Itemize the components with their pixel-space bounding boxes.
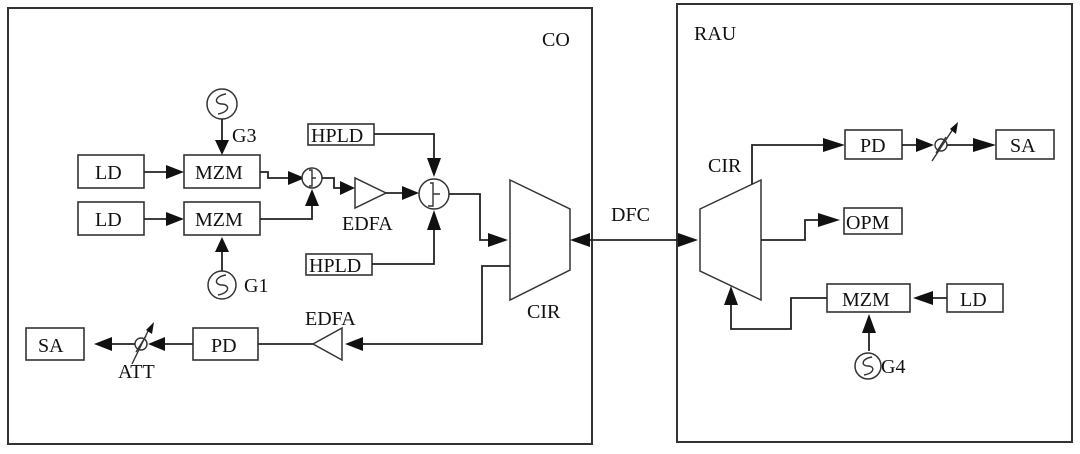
opm-input-arrow-icon [818,213,840,227]
sa-co-box [25,327,85,361]
hpld-bottom-wire [372,228,435,265]
pd-rau-label: PD [860,135,886,157]
pd-rau-box [844,129,903,160]
opm-box [843,207,903,235]
hpld-bottom-label: HPLD [309,255,361,277]
cir-co-rx-wire [360,265,510,345]
g4-arrow-icon [862,314,876,333]
pd-rau-input-arrow-icon [823,138,845,152]
cir-rau-input-arrow-icon [724,286,738,305]
coupler-2-icon [418,178,450,210]
coupler1-output-wire [322,177,342,189]
g4-label: G4 [881,356,905,378]
g1-label: G1 [244,275,268,297]
signal-generator-g3-icon [206,88,238,120]
signal-generator-g1-icon [207,270,237,300]
dfc-label: DFC [611,204,650,226]
co-label: CO [542,29,570,51]
hpld-bottom-arrow-icon [427,210,441,230]
hpld-top-label: HPLD [311,125,363,147]
ld-rau-box [946,283,1004,313]
edfa-rx-label: EDFA [305,308,356,330]
att-input-arrow-icon [148,337,165,351]
ld-bottom-arrow-icon [166,212,184,226]
combiner1-up-arrow-icon [305,189,319,206]
mzm-bottom-output-wire [260,206,313,220]
ld-bottom-box [77,201,145,236]
g3-arrow-icon [215,140,229,155]
rau-frame [676,3,1073,443]
edfa-rx-amplifier-icon [311,326,343,362]
mzm-rau-label: MZM [842,289,890,311]
sa-rau-box [995,129,1055,160]
opm-label: OPM [846,212,890,234]
ld-top-label: LD [95,162,122,184]
ld-bottom-label: LD [95,209,122,231]
edfa-tx-amplifier-icon [354,176,388,210]
coupler2-output-wire [449,193,490,241]
hpld-top-wire [374,133,435,160]
g1-arrow-icon [215,237,229,252]
att-rau-input-arrow-icon [916,138,934,152]
sa-co-input-arrow-icon [94,337,112,351]
g3-label: G3 [232,125,256,147]
circulator-rau-icon [699,178,762,302]
cir-rau-label: CIR [708,155,742,177]
hpld-top-arrow-icon [427,158,441,177]
pd-co-label: PD [211,335,237,357]
mzm-top-label: MZM [195,162,243,184]
circulator-co-icon [509,178,571,302]
mzm-top-box [183,154,261,189]
att-label: ATT [118,361,155,383]
mzm-rau-output-wire [730,297,827,330]
sa-co-label: SA [38,335,64,357]
sa-rau-label: SA [1010,135,1036,157]
pd-co-box [192,327,259,361]
ld-rau-label: LD [960,289,987,311]
mzm-top-output-wire [260,171,290,179]
cir-rau-opm-wire [761,219,824,241]
mzm-rau-box [826,283,911,313]
dfc-left-arrow-icon [570,233,590,247]
cir-co-input-arrow-icon [488,233,508,247]
sa-rau-input-arrow-icon [973,138,996,152]
coupler-1-icon [301,167,323,189]
ld-top-arrow-icon [166,165,184,179]
cir-rau-pd-wire [751,144,830,184]
dfc-right-arrow-icon [678,233,698,247]
mzm-bottom-label: MZM [195,209,243,231]
combiner1-arrow-icon [288,171,305,185]
edfa-rx-input-arrow-icon [345,337,363,351]
cir-co-label: CIR [527,301,561,323]
signal-generator-g4-icon [854,352,882,380]
co-frame [7,7,593,445]
edfa-tx-input-arrow-icon [340,181,355,195]
rau-label: RAU [694,23,737,45]
coupler2-input-arrow-icon [402,186,419,200]
edfa-tx-label: EDFA [342,213,393,235]
mzm-rau-input-arrow-icon [913,291,933,305]
attenuator-rau-icon [931,122,958,162]
attenuator-icon [131,322,154,365]
mzm-bottom-box [183,201,261,236]
